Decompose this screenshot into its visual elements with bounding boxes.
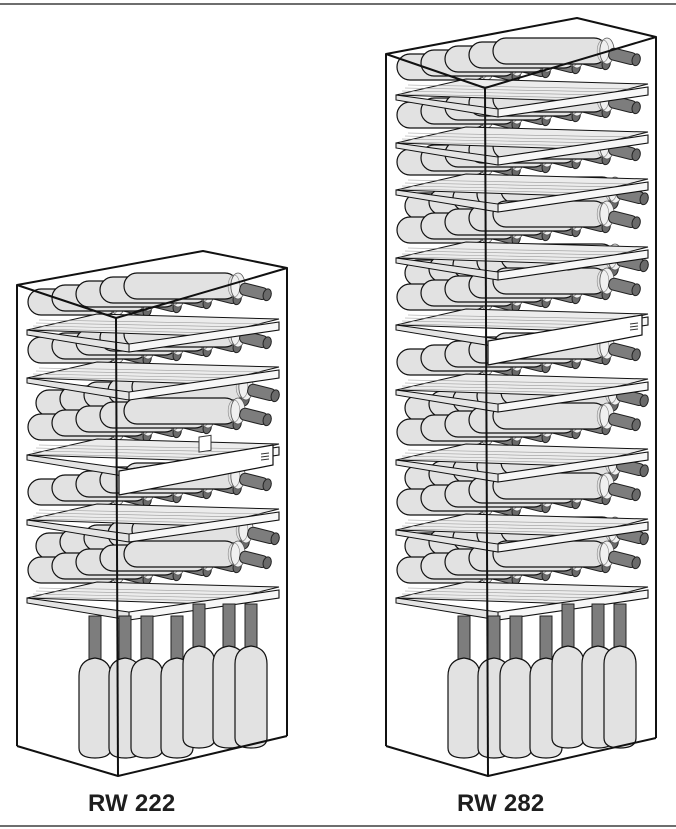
lying-bottle (492, 37, 615, 65)
button-icon (629, 328, 639, 331)
lying-bottle (123, 397, 246, 425)
standing-bottle (182, 645, 216, 749)
standing-bottle (603, 645, 637, 749)
cabinet-outline (385, 17, 657, 777)
standing-bottle (447, 657, 481, 759)
cabinet-front-edge (484, 87, 489, 777)
standing-bottle (499, 657, 533, 759)
bottle-neck (608, 210, 641, 230)
wire-shelf (395, 443, 649, 483)
bottom-rule (0, 825, 676, 827)
button-icon (629, 322, 639, 325)
display-shelf (26, 434, 280, 496)
display-control-module (118, 434, 274, 496)
wire-shelf (395, 241, 649, 281)
bottle-neck (247, 383, 280, 403)
cabinet-front-edge (115, 317, 119, 777)
bottle-neck (608, 342, 641, 362)
bottle-neck (608, 550, 641, 570)
cabinet-outline (16, 250, 288, 777)
lying-bottle (123, 540, 246, 568)
button-icon (260, 452, 270, 455)
bottle-neck (608, 47, 641, 67)
wire-shelf (395, 126, 649, 166)
button-icon (629, 325, 639, 328)
bottle-neck (247, 526, 280, 546)
wire-shelf (26, 581, 280, 621)
standing-bottle (78, 657, 112, 759)
shelf-row (395, 37, 649, 118)
shelf-row (26, 373, 280, 496)
button-icon (260, 455, 270, 458)
model-label-rw222: RW 222 (88, 790, 176, 817)
bottle-neck (608, 412, 641, 432)
cabinet-bottom-edge (16, 735, 288, 777)
lying-bottle (492, 402, 615, 430)
cabinet-rw222 (16, 250, 288, 777)
cabinet-rw282 (385, 17, 657, 777)
bottle-neck (239, 282, 272, 302)
bottle-neck (239, 550, 272, 570)
standing-bottle (130, 657, 164, 759)
standing-bottle (234, 645, 268, 749)
standing-bottles (447, 603, 637, 759)
wire-shelf (395, 581, 649, 621)
display-screen-icon (198, 434, 212, 453)
top-rule (0, 3, 676, 5)
standing-bottle (551, 645, 585, 749)
model-label-rw282: RW 282 (457, 790, 545, 817)
wire-shelf (395, 78, 649, 118)
lying-bottle (123, 272, 246, 300)
bottle-neck (239, 407, 272, 427)
bottle-neck (608, 482, 641, 502)
wire-shelf (26, 313, 280, 353)
wire-shelf (395, 513, 649, 553)
wire-shelf (26, 503, 280, 543)
cabinet-bottom-edge (385, 737, 657, 777)
wire-shelf (26, 361, 280, 401)
wire-shelf (395, 173, 649, 213)
wire-shelf (395, 373, 649, 413)
bottle-neck (239, 472, 272, 492)
button-icon (260, 458, 270, 461)
standing-bottles (78, 603, 268, 759)
bottle-neck (608, 277, 641, 297)
